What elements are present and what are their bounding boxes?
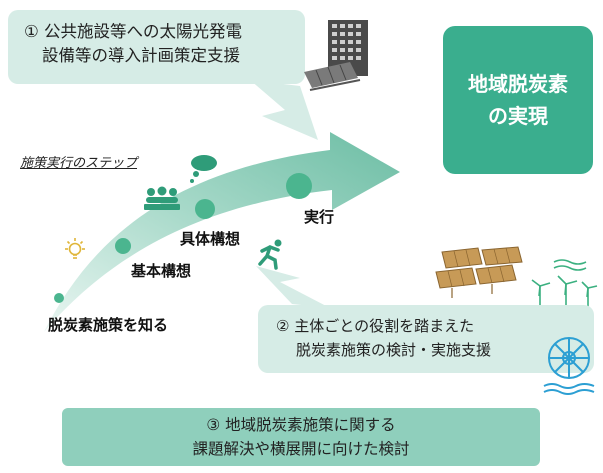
support-1-line2: 設備等の導入計画策定支援	[42, 46, 240, 65]
step-dot-3	[195, 199, 215, 219]
runner-icon	[258, 239, 282, 270]
step-label-2: 基本構想	[131, 262, 192, 280]
goal-line2: の実現	[488, 104, 548, 128]
support-2-line2: 脱炭素施策の検討・実施支援	[296, 341, 492, 359]
support-2-box	[258, 305, 594, 373]
meeting-icon	[144, 186, 180, 210]
steps-title: 施策実行のステップ	[20, 156, 138, 171]
support-3-box: ③ 地域脱炭素施策に関する 課題解決や横展開に向けた検討	[62, 408, 540, 466]
step-label-3: 具体構想	[180, 230, 241, 248]
support-1-line1: ① 公共施設等への太陽光発電	[24, 22, 243, 41]
goal-line1: 地域脱炭素	[468, 72, 568, 96]
support-3-line2: 課題解決や横展開に向けた検討	[192, 440, 410, 458]
step-dot-2	[115, 238, 131, 254]
step-label-4: 実行	[304, 208, 335, 226]
step-label-1: 脱炭素施策を知る	[48, 316, 169, 334]
solar-panels-icon	[435, 246, 523, 298]
support-2-line1: ② 主体ごとの役割を踏まえた	[276, 317, 475, 335]
box1-arrow	[250, 80, 318, 140]
wind-turbines-icon	[531, 259, 598, 312]
water-wheel-icon	[543, 337, 595, 395]
step-dot-4	[286, 173, 312, 199]
support-1-box	[8, 10, 305, 84]
step-dot-1	[54, 293, 64, 303]
building-icon	[304, 20, 368, 91]
support-3-line1: ③ 地域脱炭素施策に関する	[206, 416, 396, 434]
lightbulb-icon	[65, 238, 85, 259]
box2-arrow	[256, 266, 330, 308]
goal-box: 地域脱炭素 の実現	[443, 26, 593, 174]
thought-cloud-icon	[190, 155, 217, 183]
support-1-text: ① 公共施設等への太陽光発電 設備等の導入計画策定支援	[24, 20, 242, 68]
support-2-text: ② 主体ごとの役割を踏まえた 脱炭素施策の検討・実施支援	[276, 314, 491, 362]
